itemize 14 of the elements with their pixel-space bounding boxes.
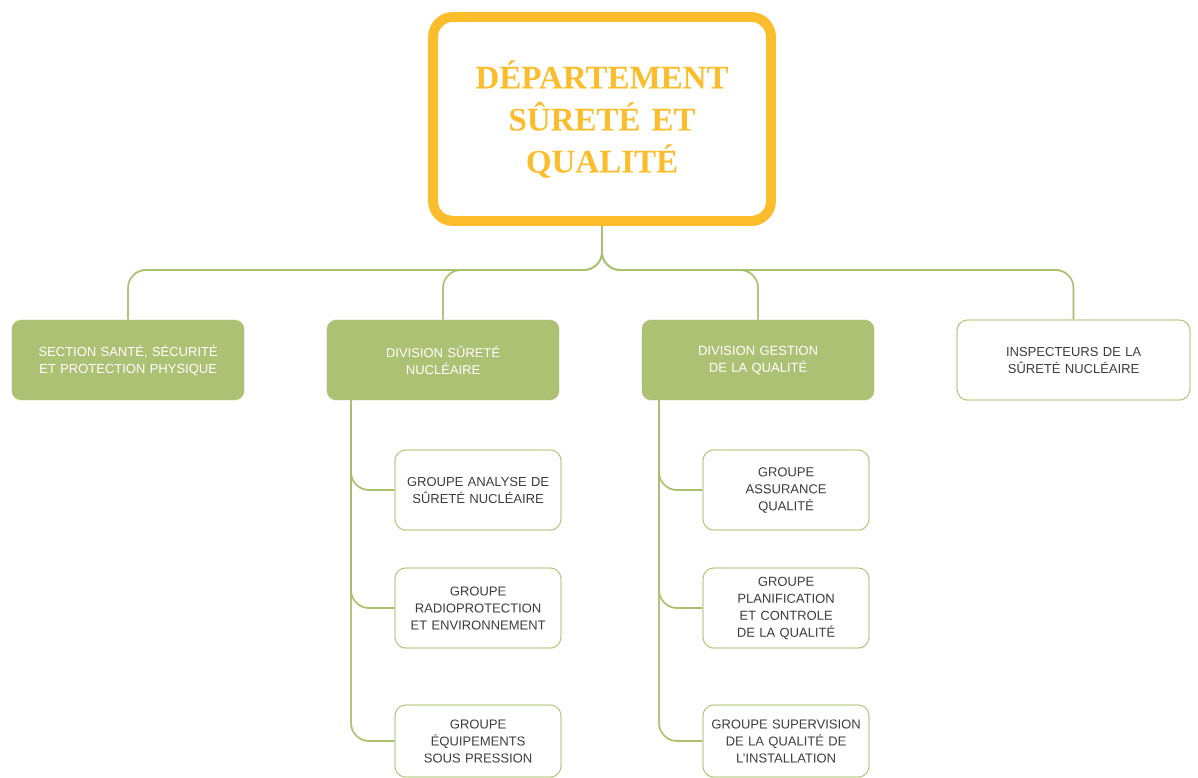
division-box: DIVISION GESTION DE LA QUALITÉ xyxy=(641,319,875,401)
division-box: SECTION SANTÉ, SÉCURITÉ ET PROTECTION PHYSIQUE xyxy=(11,319,245,401)
unit-box: GROUPE ASSURANCE QUALITÉ xyxy=(702,449,870,531)
unit-box: GROUPE RADIOPROTECTION ET ENVIRONNEMENT xyxy=(394,567,562,649)
unit-box: GROUPE SUPERVISION DE LA QUALITÉ DE L’INSTALLATION xyxy=(702,704,870,778)
connector-line xyxy=(350,399,396,742)
unit-box: GROUPE ANALYSE DE SÛRETÉ NUCLÉAIRE xyxy=(394,449,562,531)
unit-box: INSPECTEURS DE LA SÛRETÉ NUCLÉAIRE xyxy=(956,319,1191,401)
unit-box: GROUPE ÉQUIPEMENTS SOUS PRESSION xyxy=(394,704,562,778)
unit-box: GROUPE PLANIFICATION ET CONTROLE DE LA QUALITÉ xyxy=(702,567,870,649)
department-box: DÉPARTEMENT SÛRETÉ ET QUALITÉ xyxy=(428,12,776,226)
connector-line xyxy=(601,225,1075,321)
division-box: DIVISION SÛRETÉ NUCLÉAIRE xyxy=(326,319,560,401)
connector-line xyxy=(658,399,704,742)
